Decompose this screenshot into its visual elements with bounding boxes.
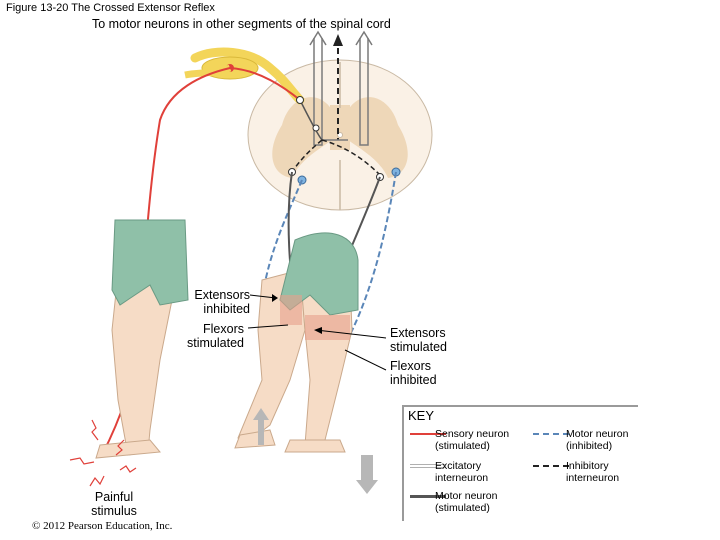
- pointer-lines: [247, 294, 387, 371]
- key-swatch-excitatory: [410, 464, 446, 468]
- figure-title: Figure 13-20 The Crossed Extensor Reflex: [6, 2, 215, 14]
- label-extensors-inhibited: Extensors inhibited: [194, 288, 250, 316]
- key-swatch-inhibitory: [533, 465, 569, 467]
- key-title: KEY: [408, 408, 435, 423]
- label-flexors-stimulated: Flexors stimulated: [187, 322, 244, 350]
- movement-arrows: [253, 408, 378, 494]
- key-item-motor-inhibited: Motor neuron (inhibited): [566, 428, 629, 452]
- key-swatch-sensory: [410, 433, 446, 435]
- left-leg: [95, 219, 189, 459]
- ascending-interneuron-arrows: [309, 30, 373, 146]
- label-extensors-stimulated: Extensors stimulated: [390, 326, 447, 354]
- key-item-motor-stimulated: Motor neuron (stimulated): [435, 490, 498, 514]
- figure-subtitle: To motor neurons in other segments of th…: [92, 17, 391, 31]
- key-swatch-motor-inhibited: [533, 433, 569, 435]
- copyright: © 2012 Pearson Education, Inc.: [32, 520, 173, 532]
- key-item-inhibitory: Inhibitory interneuron: [566, 460, 620, 484]
- label-flexors-inhibited: Flexors inhibited: [390, 359, 437, 387]
- key-item-sensory: Sensory neuron (stimulated): [435, 428, 510, 452]
- right-legs: [234, 232, 359, 453]
- key-swatch-motor-stimulated: [410, 495, 446, 498]
- key-item-excitatory: Excitatory interneuron: [435, 460, 489, 484]
- stimulus-spikes: [69, 419, 137, 487]
- label-painful-stimulus: Painful stimulus: [91, 490, 137, 518]
- key-box: [402, 405, 638, 521]
